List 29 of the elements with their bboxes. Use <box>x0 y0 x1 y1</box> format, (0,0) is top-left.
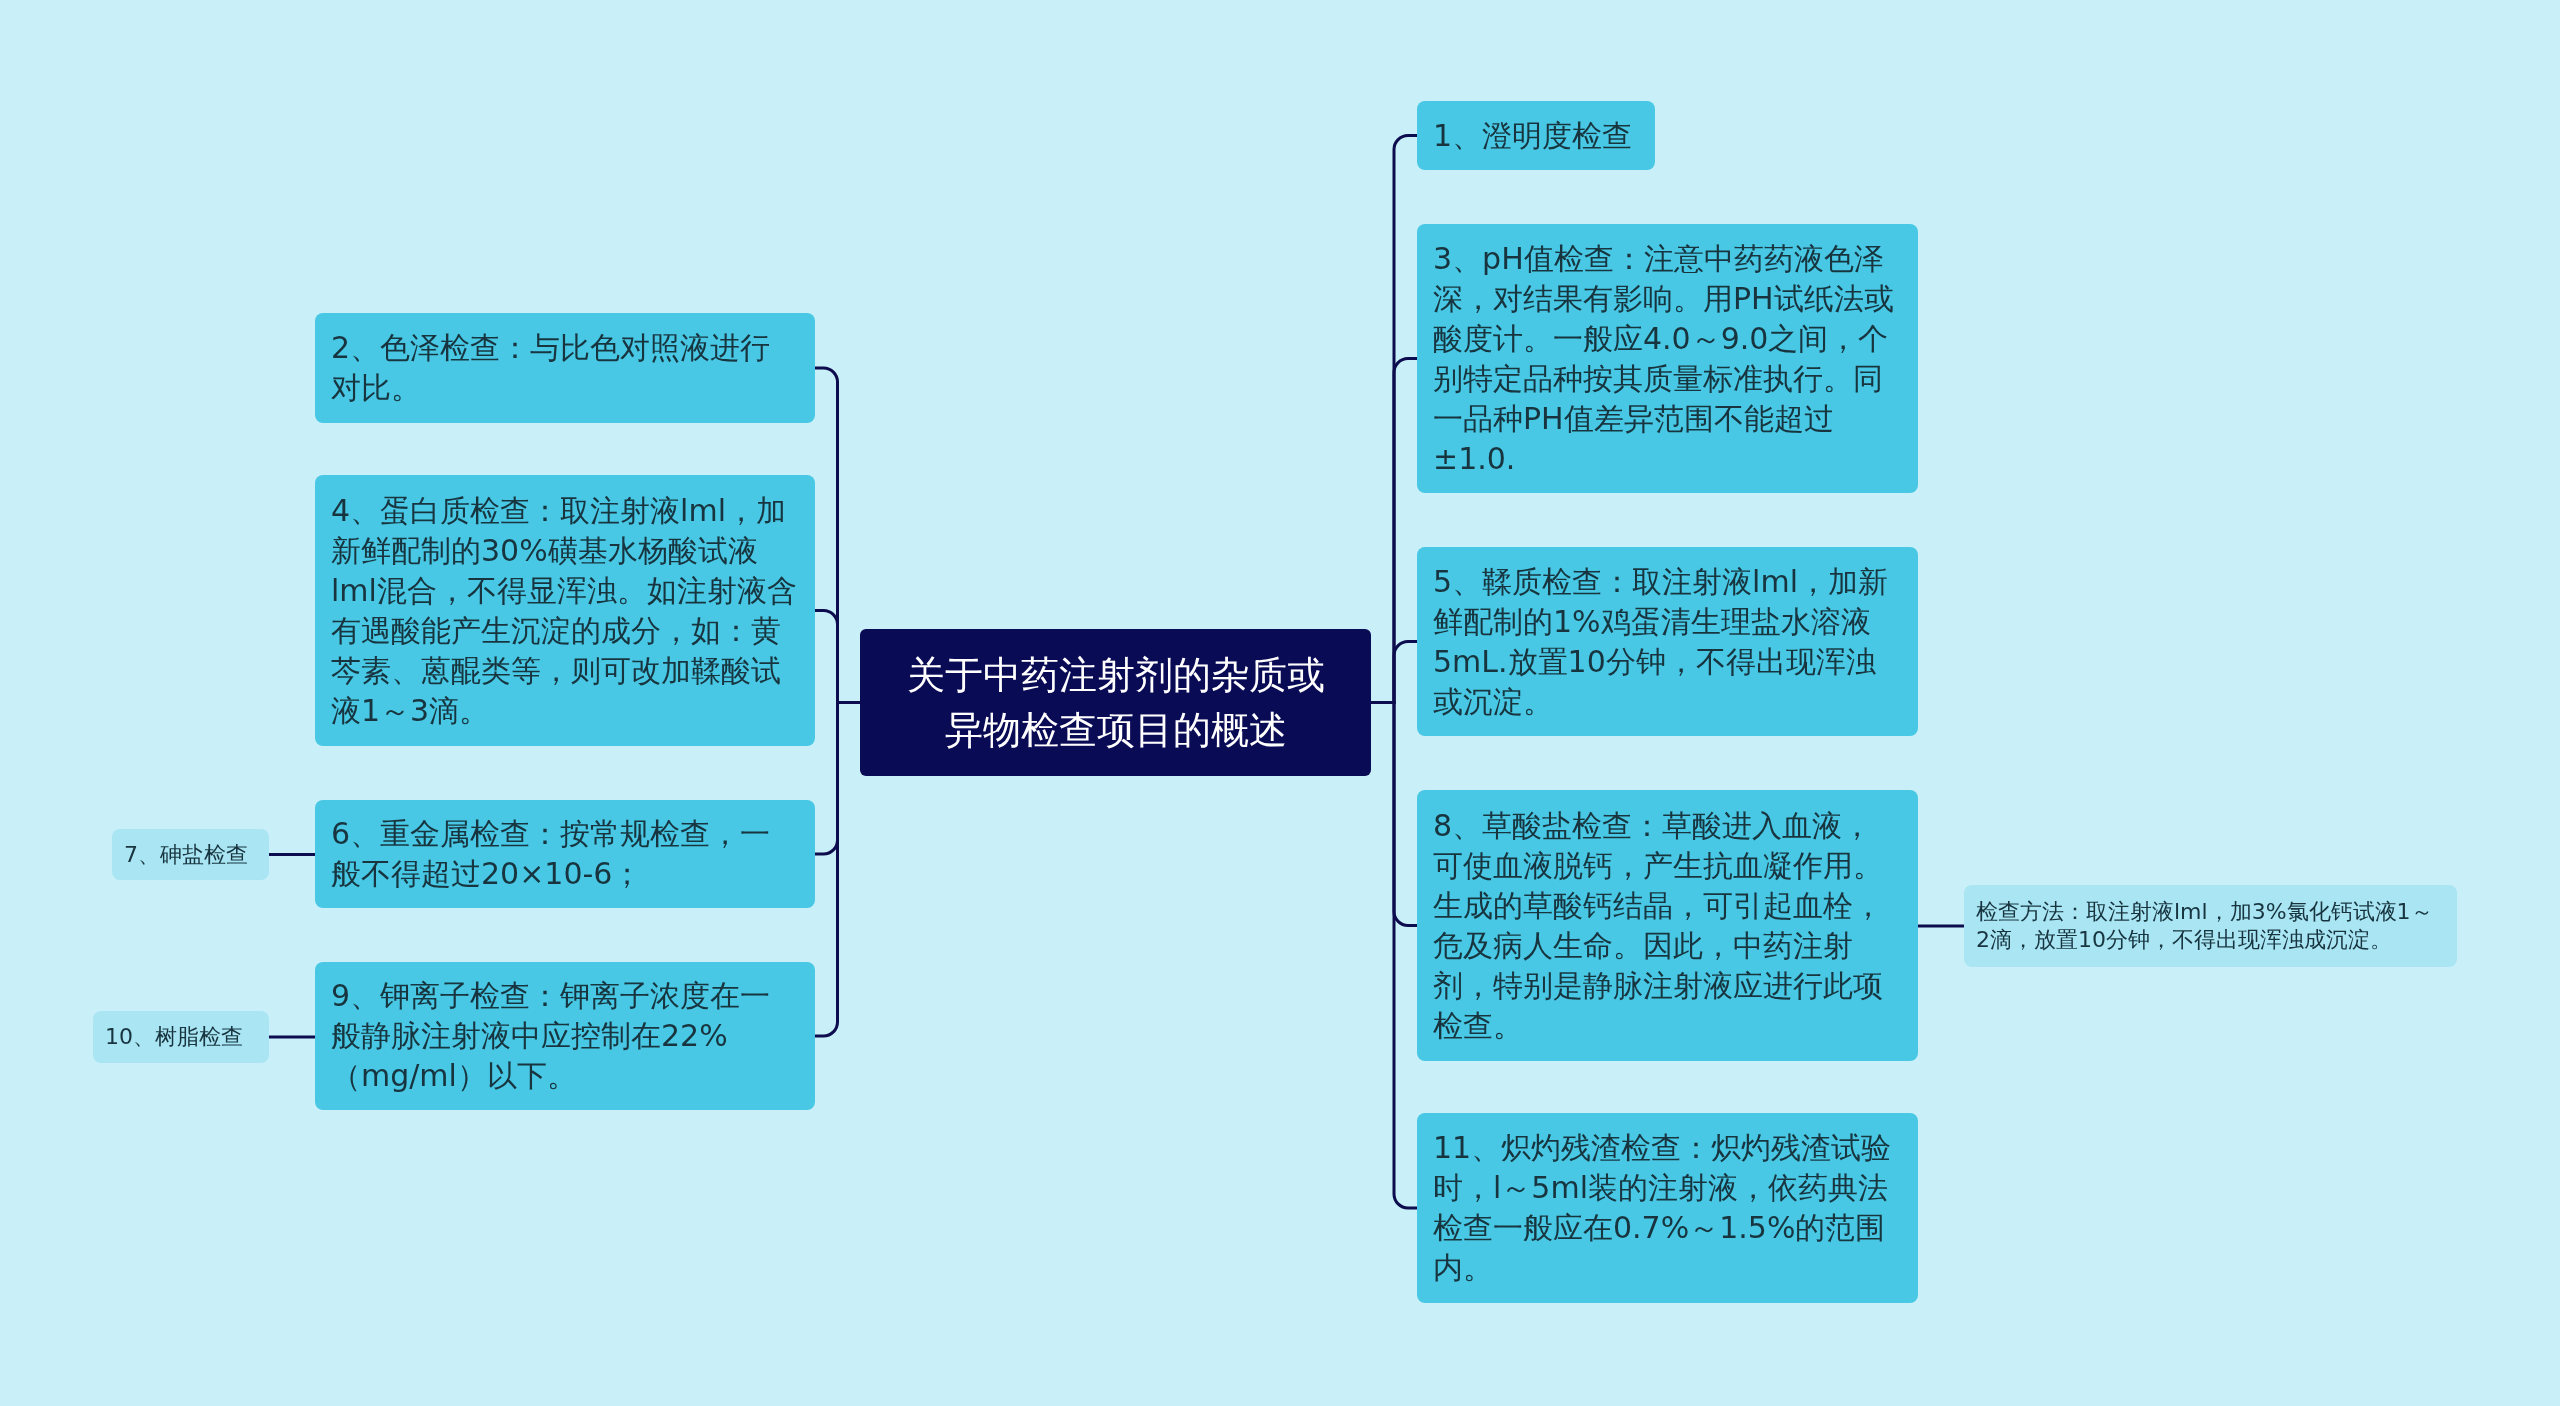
topic-text: 2、色泽检查：与比色对照液进行对比。 <box>331 329 772 407</box>
topic-text: 关于中药注射剂的杂质或异物检查项目的概述 <box>905 651 1326 754</box>
subtopic-box <box>112 829 269 880</box>
topic-text: 11、炽灼残渣检查：炽灼残渣试验时，l～5ml装的注射液，依药典法检查一般应在0.7%～1.5%的范围内。 <box>1433 1129 1893 1287</box>
topic-text: 4、蛋白质检查：取注射液lml，加新鲜配制的30%磺基水杨酸试液lml混合，不得显浑浊。如注射液含有遇酸能产生沉淀的成分，如：黄芩素、蒽醌类等，则可改加鞣酸试液1～3滴。 <box>331 491 798 730</box>
topic-text: 1、澄明度检查 <box>1433 116 1634 155</box>
topic-text: 8、草酸盐检查：草酸进入血液，可使血液脱钙，产生抗血凝作用。生成的草酸钙结晶，可引起血栓，危及病人生命。因此，中药注射剂，特别是静脉注射液应进行此项检查。 <box>1433 806 1884 1045</box>
topic-box <box>1417 1113 1918 1303</box>
topic-text: 3、pH值检查：注意中药药液色泽深，对结果有影响。用PH试纸法或酸度计。一般应4.0～9.0之间，个别特定品种按其质量标准执行。同一品种PH值差异范围不能超过±1.0. <box>1433 239 1895 478</box>
topic-text: 5、鞣质检查：取注射液lml，加新鲜配制的1%鸡蛋清生理盐水溶液5mL.放置10分钟，不得出现浑浊或沉淀。 <box>1433 562 1889 721</box>
topic-text: 9、钾离子检查：钾离子浓度在一般静脉注射液中应控制在22%（mg/ml）以下。 <box>331 977 772 1095</box>
topic-box <box>1417 790 1918 1061</box>
topic-box <box>315 800 815 908</box>
topic-text: 检查方法：取注射液lml，加3%氯化钙试液1～2滴，放置10分钟，不得出现浑浊成沉淀。 <box>1976 898 2434 954</box>
central-topic-box <box>860 629 1371 776</box>
topic-box <box>315 962 815 1110</box>
topic-text: 10、树脂检查 <box>105 1023 244 1051</box>
topic-box <box>1417 224 1918 493</box>
connector-line <box>269 853 315 856</box>
subtopic-box <box>1964 885 2457 967</box>
topic-box <box>315 313 815 423</box>
topic-box <box>1417 547 1918 736</box>
connector-line <box>269 1035 315 1039</box>
connector-line <box>1918 924 1964 928</box>
topic-text: 7、砷盐检查 <box>124 840 249 869</box>
subtopic-box <box>93 1011 269 1063</box>
topic-text: 6、重金属检查：按常规检查，一般不得超过20×10-6； <box>331 815 772 893</box>
topic-box <box>315 475 815 746</box>
topic-box <box>1417 101 1655 170</box>
